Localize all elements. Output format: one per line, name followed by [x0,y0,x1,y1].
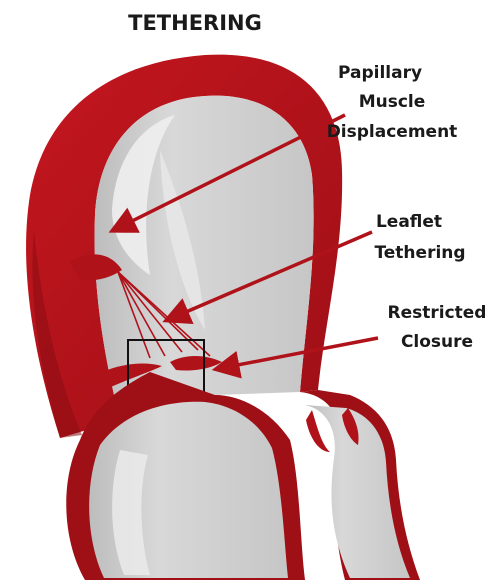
label-leaflet: Leaflet Tethering [374,212,465,263]
aortic-outflow [300,390,420,580]
label-restricted-line2: Closure [401,332,473,352]
diagram-title: TETHERING [128,11,262,35]
label-restricted-line1: Restricted [388,303,487,323]
label-restricted: Restricted Closure [388,303,487,352]
label-papillary-line3: Displacement [327,122,458,142]
label-leaflet-line1: Leaflet [376,212,442,232]
label-papillary-line2: Muscle [359,92,426,112]
label-papillary: Papillary Muscle Displacement [327,63,458,142]
label-papillary-line1: Papillary [338,63,422,83]
label-leaflet-line2: Tethering [374,243,465,263]
